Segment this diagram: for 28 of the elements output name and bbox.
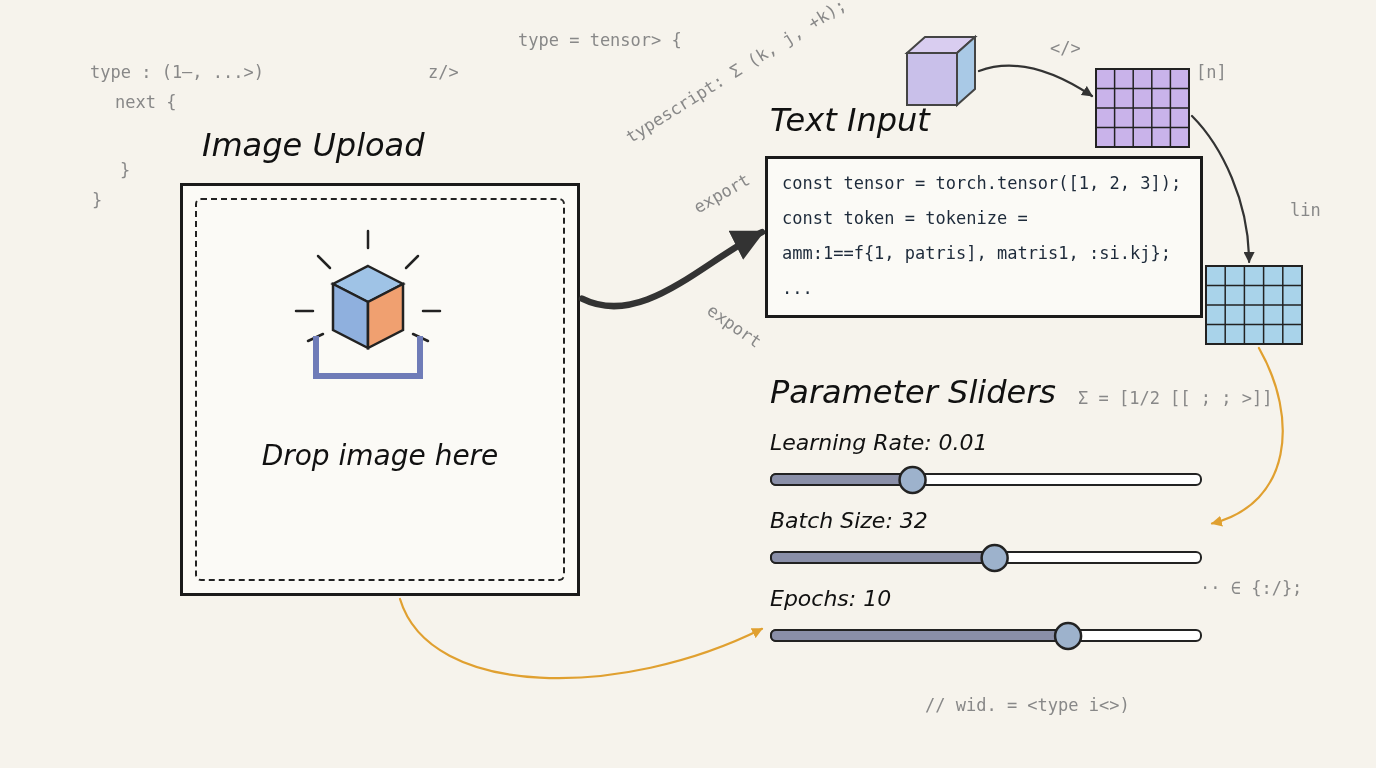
code-doodle: type = tensor> { [518, 30, 682, 50]
arrow [398, 597, 764, 679]
slider-label: Learning Rate: 0.01 [770, 430, 988, 455]
arrow [578, 228, 766, 310]
code-line: const token = tokenize = [782, 208, 1028, 228]
arrow [1210, 346, 1284, 526]
code-line: ... [782, 278, 813, 298]
panel-heading: Parameter Sliders [770, 375, 1056, 411]
code-doodle: } [92, 190, 103, 210]
code-doodle: </> [1050, 38, 1081, 58]
slider-label: Epochs: 10 [770, 586, 892, 611]
code-doodle: lin [1290, 200, 1321, 220]
slider-label: Batch Size: 32 [770, 508, 928, 533]
code-doodle: // wid. = <type i<>) [925, 695, 1130, 715]
code-doodle: Σ = [1/2 [[ ; ; >]] [1078, 388, 1273, 408]
arrow [1190, 114, 1255, 264]
panel-heading: Text Input [770, 103, 930, 139]
panel-heading: Image Upload [202, 128, 425, 164]
code-doodle: ·· ∈ {:/}; [1200, 578, 1303, 598]
code-doodle: type : (1—, ...>) [90, 62, 264, 82]
code-doodle: next { [115, 92, 177, 112]
arrow [977, 64, 1094, 98]
code-doodle: } [120, 160, 131, 180]
code-doodle: z/> [428, 62, 459, 82]
drop-instruction: Drop image here [260, 441, 500, 472]
code-doodle: [n] [1196, 62, 1227, 82]
code-line: amm:1==f{1, patris], matris1, :si.kj}; [782, 243, 1171, 263]
code-line: const tensor = torch.tensor([1, 2, 3]); [782, 173, 1182, 193]
